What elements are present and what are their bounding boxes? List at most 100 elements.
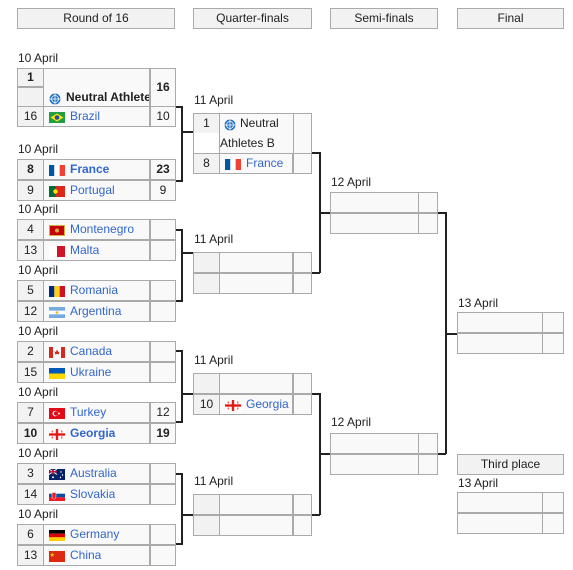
team-name-line2[interactable]: Athletes B xyxy=(220,136,275,150)
score-cell xyxy=(293,394,312,415)
score-cell xyxy=(150,219,176,240)
match-row-bottom xyxy=(193,273,312,294)
match-date: 10 April xyxy=(18,263,59,277)
seed-number: 4 xyxy=(27,222,34,236)
team-name[interactable]: China xyxy=(70,548,102,562)
bracket-connector-line xyxy=(176,300,182,302)
team-name[interactable]: Argentina xyxy=(70,304,122,318)
team-cell: Georgia xyxy=(43,423,150,444)
team-cell: Montenegro xyxy=(43,219,150,240)
seed-spacer xyxy=(17,87,44,107)
score-cell: 10 xyxy=(150,106,176,127)
team-name[interactable]: Canada xyxy=(70,344,113,358)
team-cell: Malta xyxy=(43,240,150,261)
final-row-bottom xyxy=(457,333,564,354)
score-cell xyxy=(150,362,176,383)
score-cell xyxy=(150,524,176,545)
bracket-connector-line xyxy=(312,152,320,154)
semifinal-1-row-bottom xyxy=(330,213,438,234)
seed-number: 1 xyxy=(27,70,34,84)
bracket-connector-line xyxy=(312,272,320,274)
team-name[interactable]: France xyxy=(70,162,110,176)
team-cell xyxy=(330,213,419,234)
score-cell xyxy=(542,333,564,354)
bracket-connector-line xyxy=(176,543,182,545)
match-row-top xyxy=(193,373,312,394)
team-cell: Turkey xyxy=(43,402,150,423)
score-value: 23 xyxy=(156,162,170,176)
seed-cell: 13 xyxy=(17,545,44,566)
seed-cell: 8 xyxy=(193,153,220,174)
score-cell xyxy=(293,494,312,515)
match-row-top xyxy=(193,252,312,273)
seed-cell: 12 xyxy=(17,301,44,322)
semifinal-2-row-top xyxy=(330,433,438,454)
team-cell: Argentina xyxy=(43,301,150,322)
germany-flag-icon xyxy=(49,526,65,544)
score-cell xyxy=(542,312,564,333)
team-cell: Brazil xyxy=(43,106,150,127)
seed-cell: 10 xyxy=(193,394,220,415)
team-name[interactable]: Ukraine xyxy=(70,365,112,379)
seed-number: 10 xyxy=(23,426,38,440)
match-row-bottom: 10 Georgia 19 xyxy=(17,423,176,444)
match-row-bottom: 10 Georgia xyxy=(193,394,312,415)
team-cell: Portugal xyxy=(43,180,150,201)
bracket-connector-line xyxy=(319,212,330,214)
team-name[interactable]: Turkey xyxy=(70,405,107,419)
seed-number: 14 xyxy=(23,487,38,501)
team-name[interactable]: Malta xyxy=(70,243,100,257)
seed-cell: 8 xyxy=(17,159,44,180)
seed-cell xyxy=(193,515,220,536)
bracket-connector-line xyxy=(438,453,446,455)
bracket-connector-line xyxy=(176,180,182,182)
team-name[interactable]: Georgia xyxy=(246,397,289,411)
match-date: 10 April xyxy=(18,385,59,399)
score-value: 16 xyxy=(156,80,170,94)
seed-cell: 4 xyxy=(17,219,44,240)
match-date: 10 April xyxy=(18,324,59,338)
team-cell xyxy=(219,373,293,394)
score-cell: 9 xyxy=(150,180,176,201)
seed-cell xyxy=(193,273,220,294)
score-cell xyxy=(418,213,438,234)
bracket-connector-line xyxy=(312,514,320,516)
team-name-line1[interactable]: Neutral xyxy=(240,116,279,130)
team-cell xyxy=(330,433,419,454)
team-name[interactable]: Australia xyxy=(70,466,117,480)
team-name[interactable]: Portugal xyxy=(70,183,115,197)
montenegro-flag-icon xyxy=(49,221,65,239)
team-name[interactable]: Germany xyxy=(70,527,120,541)
bracket-connector-line xyxy=(176,473,182,475)
final-row-top xyxy=(457,312,564,333)
score-cell xyxy=(418,454,438,475)
team-name[interactable]: Montenegro xyxy=(70,222,135,236)
romania-flag-icon xyxy=(49,282,65,300)
seed-cell: 16 xyxy=(17,106,44,127)
match-date: 12 April xyxy=(331,175,372,189)
match-row-bottom: 8 France xyxy=(193,153,312,174)
team-name[interactable]: Brazil xyxy=(70,109,101,123)
team-name[interactable]: France xyxy=(246,156,284,170)
team-cell xyxy=(219,252,293,273)
argentina-flag-icon xyxy=(49,303,65,321)
turkey-flag-icon xyxy=(49,404,65,422)
team-name[interactable]: Romania xyxy=(70,283,119,297)
team-name[interactable]: Slovakia xyxy=(70,487,116,501)
bracket-connector-line xyxy=(181,229,183,302)
team-name[interactable]: Georgia xyxy=(70,426,116,440)
team-cell: Georgia xyxy=(219,394,293,415)
seed-number: 5 xyxy=(27,283,34,297)
team-name[interactable]: Neutral Athletes B xyxy=(66,90,149,104)
seed-cell: 14 xyxy=(17,484,44,505)
third-place-row-top xyxy=(457,492,564,513)
seed-cell xyxy=(193,252,220,273)
score-value: 9 xyxy=(159,183,167,197)
score-value: 19 xyxy=(156,426,170,440)
team-cell xyxy=(457,513,543,534)
match-row-bottom xyxy=(193,515,312,536)
bracket-connector-line xyxy=(181,131,193,133)
